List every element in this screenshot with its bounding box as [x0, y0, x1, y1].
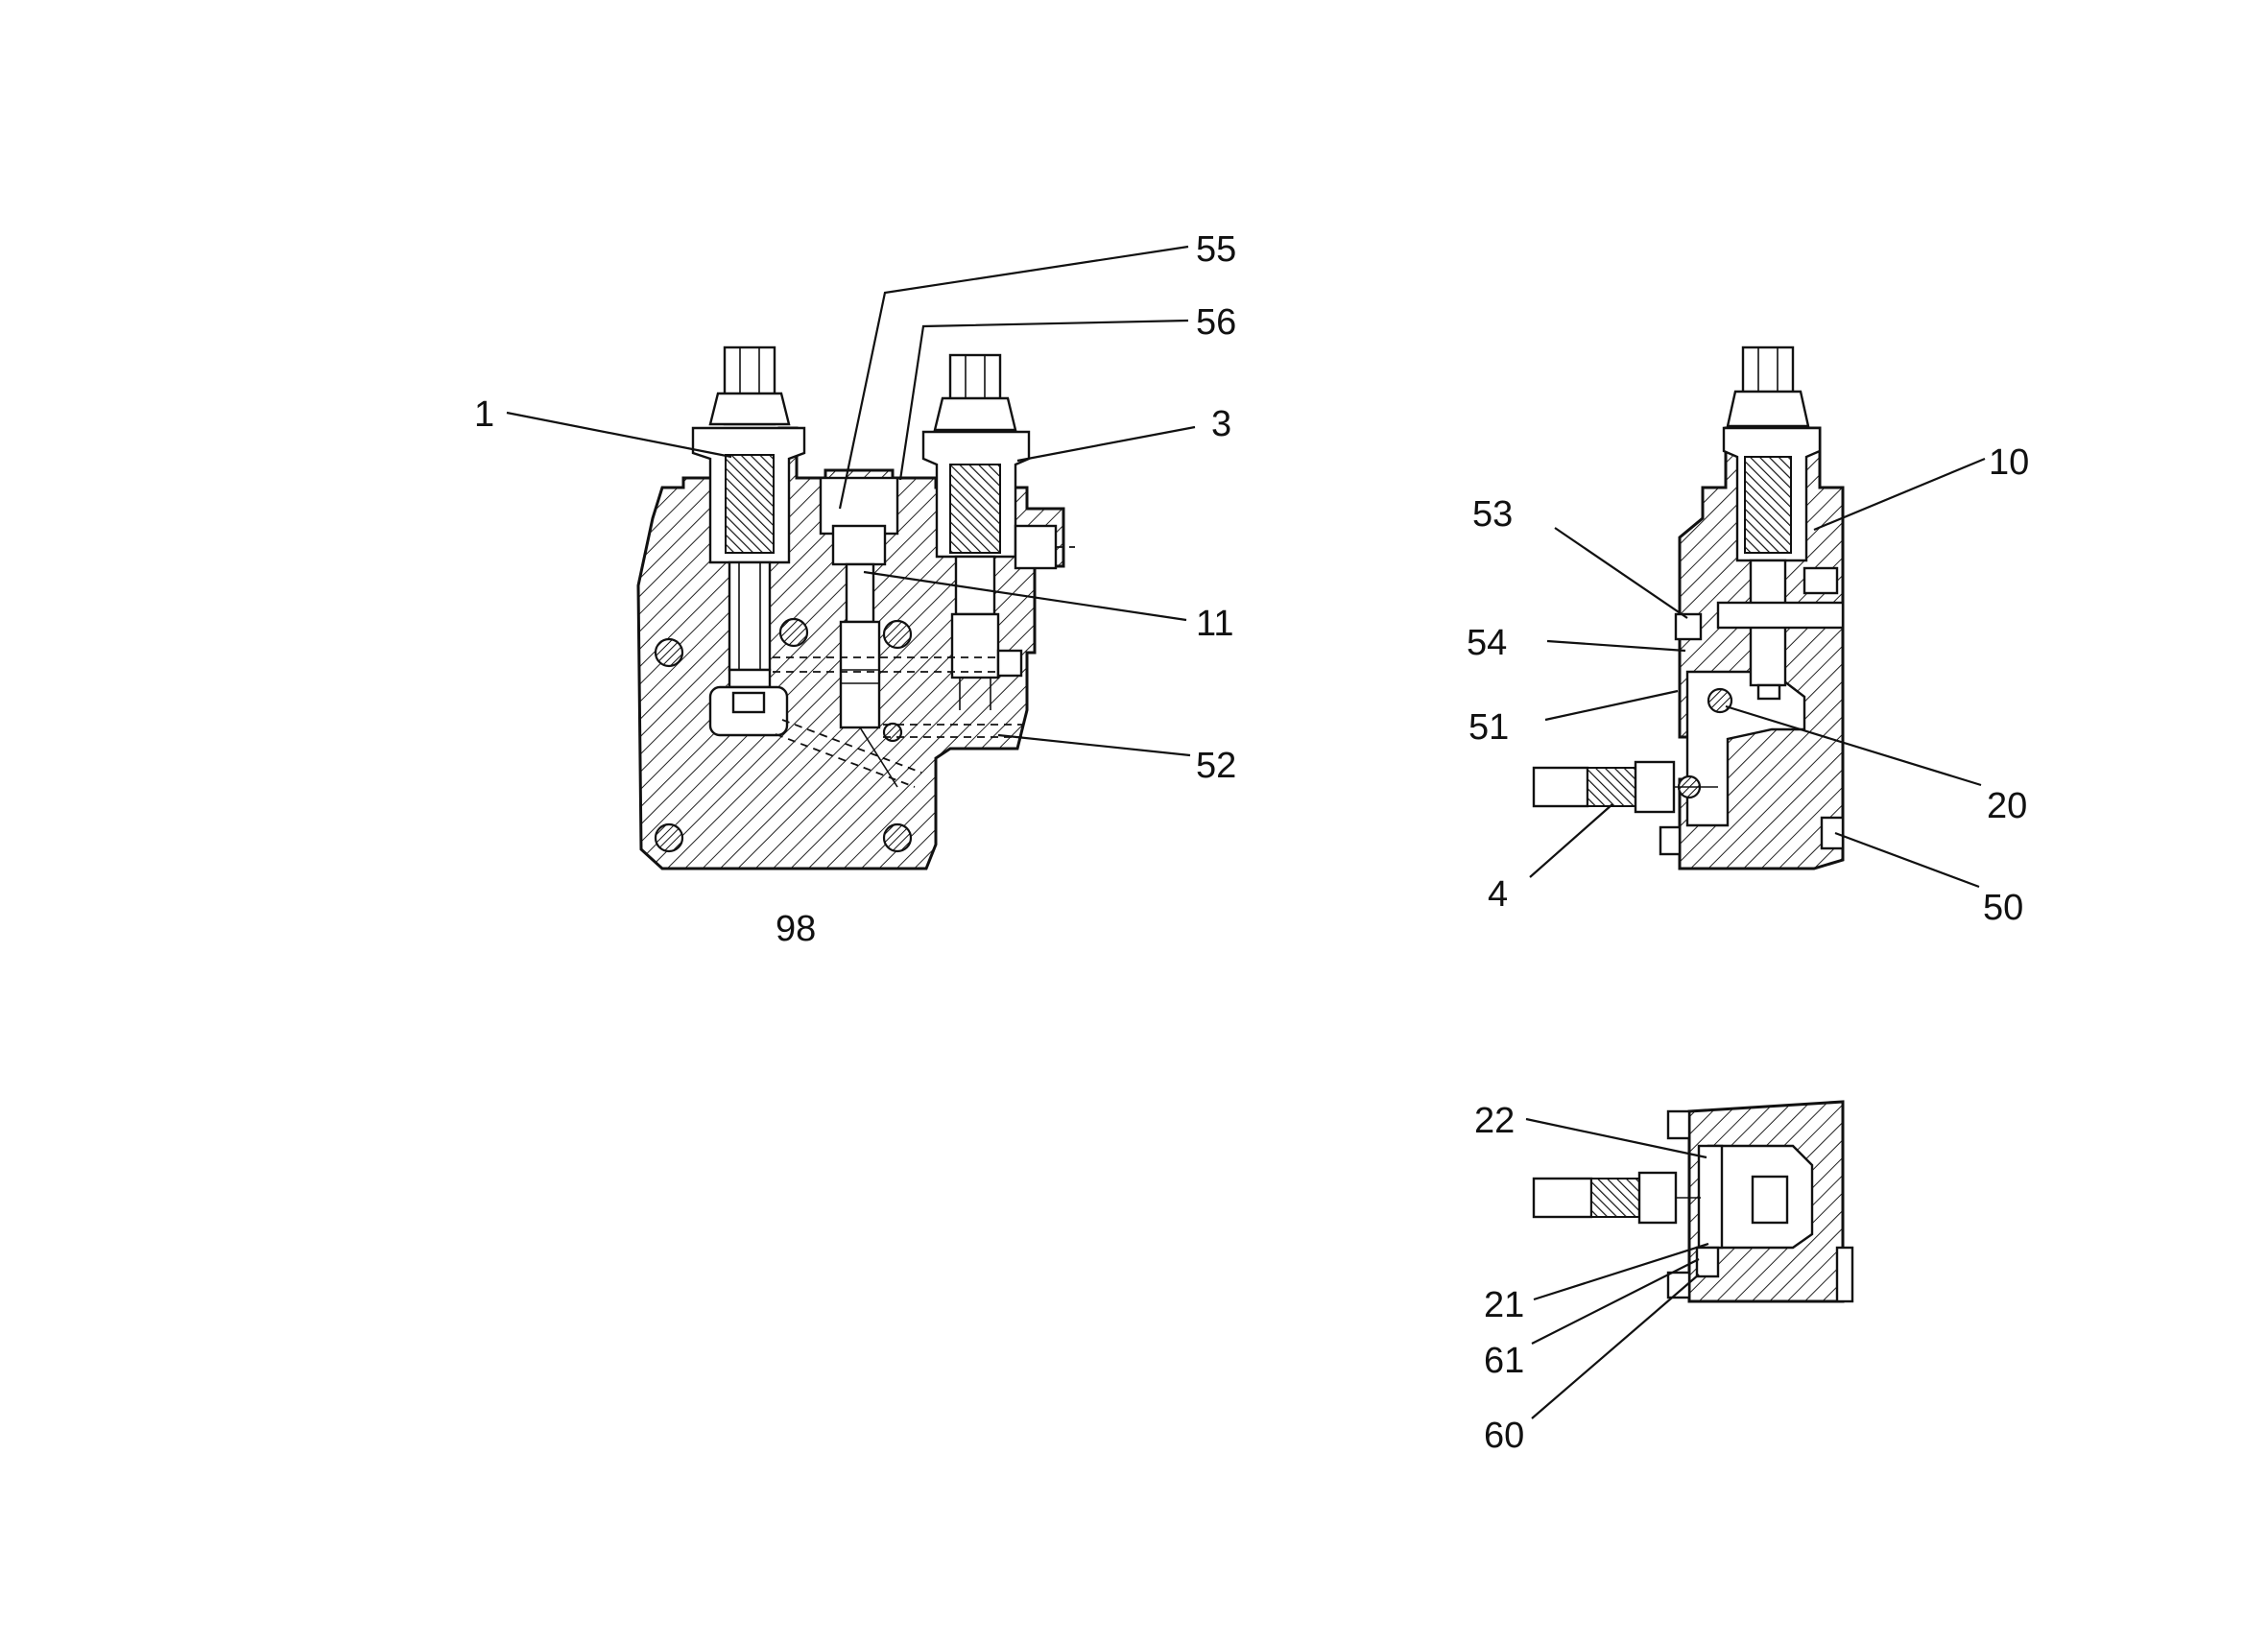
side-pin-20 — [1707, 687, 1733, 714]
callout-52: 52 — [1196, 746, 1236, 786]
detail-screw-60 — [1666, 1271, 1691, 1299]
callout-11: 11 — [1196, 604, 1233, 644]
detail-yoke-window — [1751, 1175, 1789, 1225]
callout-60: 60 — [1484, 1416, 1524, 1456]
detail-screw-right — [1835, 1246, 1854, 1303]
center-check-valve — [819, 476, 899, 788]
callout-51: 51 — [1468, 707, 1509, 748]
leader-56 — [898, 319, 1189, 481]
leader-53 — [1554, 527, 1688, 619]
callout-50: 50 — [1983, 888, 2023, 928]
side-pressure-valve — [1722, 345, 1822, 701]
leader-52 — [997, 733, 1191, 757]
callout-3: 3 — [1211, 404, 1231, 444]
callout-56: 56 — [1196, 302, 1236, 343]
detail-screw-top-left — [1666, 1109, 1691, 1140]
front-body-screws — [654, 617, 913, 853]
leader-20 — [1725, 704, 1982, 787]
callout-4: 4 — [1488, 874, 1508, 915]
front-section-view: 1 55 56 3 11 52 98 — [474, 229, 1236, 949]
side-screw-upper-right — [1802, 566, 1839, 595]
side-screw-53 — [1674, 612, 1703, 641]
leader-60 — [1531, 1274, 1700, 1419]
detail-actuator-rod — [1532, 1171, 1701, 1225]
left-pressure-valve — [691, 345, 806, 737]
callout-61: 61 — [1484, 1341, 1524, 1381]
leader-50 — [1834, 831, 1980, 889]
callout-54: 54 — [1467, 623, 1507, 663]
leader-11 — [863, 570, 1187, 622]
leader-51 — [1544, 689, 1679, 722]
callout-10: 10 — [1989, 442, 2029, 483]
leader-10 — [1813, 457, 1986, 532]
right-pressure-valve — [921, 353, 1075, 710]
callout-20: 20 — [1987, 786, 2027, 826]
leader-55 — [838, 245, 1189, 510]
leader-61 — [1531, 1258, 1700, 1345]
side-plug-right — [1716, 601, 1845, 630]
leader-1 — [506, 411, 732, 459]
side-screw-50 — [1820, 816, 1845, 850]
side-screw-bottom-left — [1659, 825, 1682, 856]
detail-section-view: 22 21 61 60 — [1474, 1100, 1854, 1456]
front-internal-passages — [773, 649, 1023, 788]
callout-22: 22 — [1474, 1101, 1515, 1141]
callout-55: 55 — [1196, 229, 1236, 270]
side-actuator-rod — [1532, 760, 1718, 814]
side-section-view: 10 53 54 51 20 4 50 — [1467, 345, 2029, 928]
leader-4 — [1529, 803, 1613, 878]
leader-3 — [1016, 425, 1196, 463]
leader-22 — [1525, 1117, 1707, 1159]
leader-21 — [1533, 1242, 1709, 1301]
leader-54 — [1546, 639, 1686, 653]
callout-53: 53 — [1472, 494, 1513, 535]
callout-98: 98 — [776, 909, 816, 949]
detail-pin-22 — [1697, 1144, 1724, 1250]
callout-1: 1 — [474, 394, 494, 435]
callout-21: 21 — [1484, 1285, 1524, 1325]
detail-screw-21 — [1695, 1246, 1720, 1278]
